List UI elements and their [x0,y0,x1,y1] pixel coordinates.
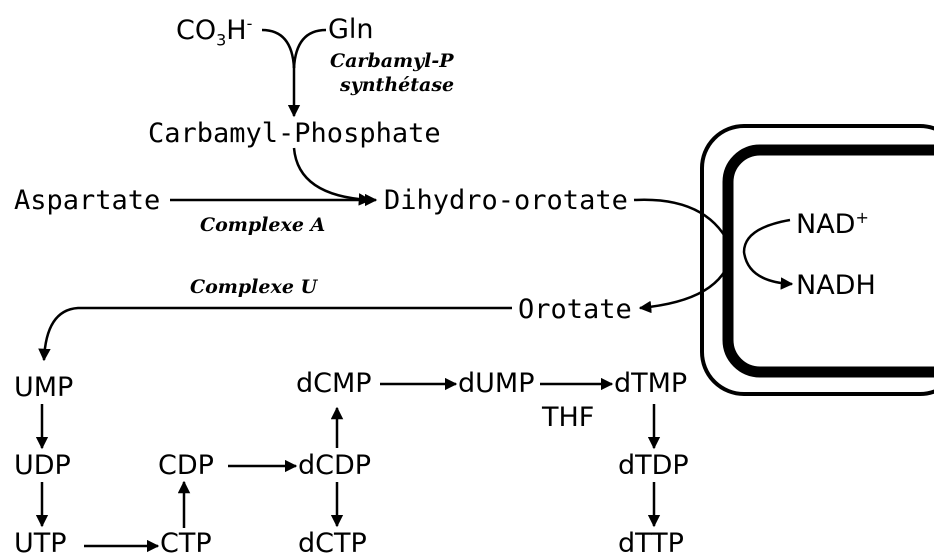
complexe-u-label: Complexe U [190,276,318,298]
nad-text: NAD [796,209,856,240]
bicarbonate-subscript: 3 [216,30,227,50]
gln-label: Gln [328,14,374,45]
dcdp-label: dCDP [298,450,372,481]
dctp-label: dCTP [298,528,367,559]
cdp-label: CDP [158,450,214,481]
arrow-carbamyl-phosphate-to-dihydro-orotate [292,147,372,206]
carbamyl-phosphate-label: Carbamyl-Phosphate [148,118,441,149]
dcmp-label: dCMP [296,368,372,399]
bicarbonate-charge: - [246,14,253,33]
ump-label: UMP [14,372,74,403]
mitochondrion-inner-membrane [722,144,934,378]
bicarbonate-co: CO [176,15,217,46]
complexe-a-label: Complexe A [200,214,326,236]
udp-label: UDP [14,450,71,481]
nad-charge: + [855,208,869,227]
bicarbonate-h: H [226,15,247,46]
dtdp-label: dTDP [618,450,689,481]
arrow-orotate-to-ump [38,306,512,362]
carbamyl-p-synthetase-line1: Carbamyl-P [330,50,454,72]
thf-label: THF [542,402,595,433]
mitochondrion-outer-membrane [700,124,934,396]
gln-branch-line [292,28,327,69]
aspartate-label: Aspartate [14,185,161,216]
bicarbonate-label: CO3H- [176,16,252,48]
ctp-label: CTP [160,528,212,559]
nad-label: NAD+ [796,208,869,240]
dttp-label: dTTP [618,528,684,559]
nadh-label: NADH [796,270,876,301]
carbamyl-p-synthetase-line2: synthétase [340,74,455,96]
arrow-nad-to-nadh [742,218,794,290]
orotate-label: Orotate [518,294,632,325]
utp-label: UTP [14,528,67,559]
bicarbonate-branch-line [261,28,296,69]
arrow-dihydro-orotate-to-orotate [633,198,734,314]
dihydro-orotate-label: Dihydro-orotate [384,185,628,216]
dtmp-label: dTMP [614,368,688,399]
dump-label: dUMP [458,368,535,399]
